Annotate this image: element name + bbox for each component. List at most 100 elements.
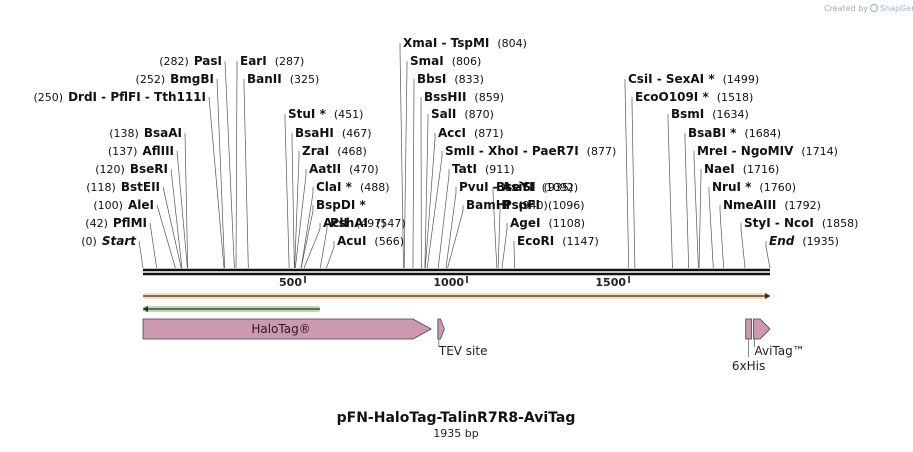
site-bseri-name[interactable]: BseRI xyxy=(130,162,168,176)
feature-halotag[interactable]: HaloTag® xyxy=(143,319,431,339)
site-bsaai[interactable]: BsaAI xyxy=(144,126,182,140)
site-tati-name[interactable]: TatI xyxy=(452,162,477,176)
site-bsshii-name[interactable]: BssHII xyxy=(424,90,466,104)
site-labels[interactable]: Start(0)PflMI(42)AleI(100)BstEII(118)Bse… xyxy=(33,36,858,248)
site-bsabi-name[interactable]: BsaBI * xyxy=(688,126,737,140)
site-bsteii[interactable]: BstEII xyxy=(121,180,160,194)
site-pasi[interactable]: PasI xyxy=(194,54,222,68)
site-ecori-name[interactable]: EcoRI xyxy=(517,234,554,248)
site-ecori[interactable]: EcoRI(1147) xyxy=(517,234,599,248)
feature-tev-site-arrow[interactable] xyxy=(438,319,444,339)
site-bsaai-name[interactable]: BsaAI xyxy=(144,126,182,140)
site-stui[interactable]: StuI *(451) xyxy=(288,107,363,121)
site-bsteii-name[interactable]: BstEII xyxy=(121,180,160,194)
site-bspdi-name[interactable]: BspDI * xyxy=(316,198,366,212)
site-alei-name[interactable]: AleI xyxy=(128,198,154,212)
feature-avitag[interactable]: AviTag™ xyxy=(753,319,804,358)
site-clai[interactable]: ClaI *(488) xyxy=(316,180,390,194)
site-bbsi-name[interactable]: BbsI xyxy=(417,72,446,86)
site-ecoo109i-name[interactable]: EcoO109I * xyxy=(635,90,709,104)
site-banii[interactable]: BanII (325) xyxy=(247,72,319,86)
ruler-tick-label: 1500 xyxy=(595,276,626,289)
site-ecoo109i[interactable]: EcoO109I *(1518) xyxy=(635,90,753,104)
site-aatii[interactable]: AatII(470) xyxy=(309,162,379,176)
site-banii-leader xyxy=(244,79,248,268)
site-agei-name[interactable]: AgeI xyxy=(510,216,540,230)
site-smli-xhoi-paer7i-name[interactable]: SmlI - XhoI - PaeR7I xyxy=(445,144,579,158)
site-bsabi[interactable]: BsaBI *(1684) xyxy=(688,126,781,140)
site-agei[interactable]: AgeI(1108) xyxy=(510,216,585,230)
site-xmai-tspmi[interactable]: XmaI - TspMI(804) xyxy=(403,36,527,50)
site-alei[interactable]: AleI xyxy=(128,198,154,212)
site-acui-name[interactable]: AcuI xyxy=(337,234,366,248)
site-mrei-ngomiv[interactable]: MreI - NgoMIV(1714) xyxy=(697,144,838,158)
site-bsahi[interactable]: BsaHI(467) xyxy=(295,126,372,140)
site-clai-name[interactable]: ClaI * xyxy=(316,180,353,194)
site-drdi-pflfi-tth111i-name[interactable]: DrdI - PflFI - Tth111I xyxy=(68,90,206,104)
site-zrai-leader xyxy=(295,151,299,268)
site-xmai-tspmi-name[interactable]: XmaI - TspMI xyxy=(403,36,489,50)
site-bseyi-name[interactable]: BseYI xyxy=(496,180,534,194)
site-zrai[interactable]: ZraI(468) xyxy=(302,144,367,158)
site-naei[interactable]: NaeI(1716) xyxy=(704,162,779,176)
site-afliii[interactable]: AflIII xyxy=(142,144,174,158)
site-smli-xhoi-paer7i[interactable]: SmlI - XhoI - PaeR7I(877) xyxy=(445,144,616,158)
site-drdi-pflfi-tth111i[interactable]: DrdI - PflFI - Tth111I xyxy=(68,90,206,104)
site-start-position: (0) xyxy=(81,235,97,248)
site-bsahi-leader xyxy=(292,133,294,268)
site-eari-name[interactable]: EarI xyxy=(240,54,267,68)
site-smai[interactable]: SmaI(806) xyxy=(410,54,481,68)
site-bmgbi[interactable]: BmgBI xyxy=(170,72,214,86)
site-bseri[interactable]: BseRI xyxy=(130,162,168,176)
ruler-tick-label: 1000 xyxy=(433,276,464,289)
site-acci-name[interactable]: AccI xyxy=(438,126,466,140)
site-banii-position: (325) xyxy=(290,73,320,86)
site-bmgbi-name[interactable]: BmgBI xyxy=(170,72,214,86)
site-acci[interactable]: AccI(871) xyxy=(438,126,504,140)
site-zrai-name[interactable]: ZraI xyxy=(302,144,329,158)
site-bbsi[interactable]: BbsI(833) xyxy=(417,72,484,86)
site-bsshii[interactable]: BssHII(859) xyxy=(424,90,504,104)
site-bsmi-name[interactable]: BsmI xyxy=(671,107,704,121)
site-start[interactable]: Start xyxy=(102,234,137,248)
site-csii-sexai[interactable]: CsiI - SexAI *(1499) xyxy=(628,72,759,86)
site-pspfi-name[interactable]: PspFI xyxy=(503,198,540,212)
site-pasi-name[interactable]: PasI xyxy=(194,54,222,68)
site-bsmi[interactable]: BsmI(1634) xyxy=(671,107,749,121)
site-styi-ncoi[interactable]: StyI - NcoI (1858) xyxy=(744,216,858,230)
site-pasi-leader xyxy=(225,61,234,268)
site-csii-sexai-name[interactable]: CsiI - SexAI * xyxy=(628,72,715,86)
site-pshai[interactable]: PshAI(547) xyxy=(330,216,406,230)
site-nrui-name[interactable]: NruI * xyxy=(712,180,752,194)
feature-avitag-arrow[interactable] xyxy=(753,319,770,339)
site-afliii-name[interactable]: AflIII xyxy=(142,144,174,158)
site-pflmi-name[interactable]: PflMI xyxy=(113,216,147,230)
site-acui[interactable]: AcuI(566) xyxy=(337,234,404,248)
site-pflmi[interactable]: PflMI xyxy=(113,216,147,230)
site-bsahi-name[interactable]: BsaHI xyxy=(295,126,334,140)
site-styi-ncoi-position: (1858) xyxy=(822,217,859,230)
site-bseyi[interactable]: BseYI(1092) xyxy=(496,180,578,194)
site-styi-ncoi-name[interactable]: StyI - NcoI xyxy=(744,216,814,230)
site-start-name[interactable]: Start xyxy=(102,234,137,248)
site-end-name[interactable]: End xyxy=(769,234,795,248)
site-aatii-name[interactable]: AatII xyxy=(309,162,341,176)
site-eari[interactable]: EarI(287) xyxy=(240,54,304,68)
site-end[interactable]: End(1935) xyxy=(769,234,839,248)
feature-6xhis-box[interactable] xyxy=(746,319,752,339)
site-tati[interactable]: TatI(911) xyxy=(452,162,515,176)
site-nmeaiii[interactable]: NmeAIII(1792) xyxy=(723,198,821,212)
site-naei-name[interactable]: NaeI xyxy=(704,162,735,176)
site-sali[interactable]: SalI(870) xyxy=(431,107,494,121)
feature-tev-site[interactable]: TEV site xyxy=(438,319,488,358)
site-pshai-name[interactable]: PshAI xyxy=(330,216,368,230)
site-bspdi[interactable]: BspDI * xyxy=(316,198,366,212)
site-stui-name[interactable]: StuI * xyxy=(288,107,327,121)
site-nmeaiii-name[interactable]: NmeAIII xyxy=(723,198,776,212)
site-banii-name[interactable]: BanII xyxy=(247,72,282,86)
site-smai-name[interactable]: SmaI xyxy=(410,54,444,68)
site-sali-name[interactable]: SalI xyxy=(431,107,456,121)
site-nrui[interactable]: NruI *(1760) xyxy=(712,180,796,194)
site-mrei-ngomiv-name[interactable]: MreI - NgoMIV xyxy=(697,144,794,158)
